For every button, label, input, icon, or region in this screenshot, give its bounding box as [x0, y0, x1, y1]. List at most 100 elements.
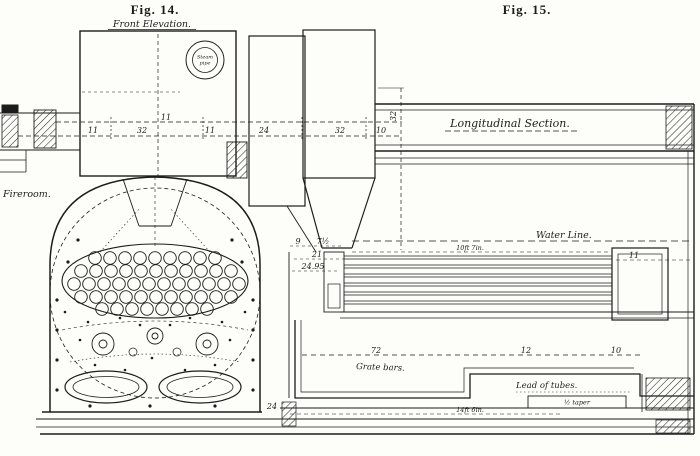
tube-circle — [187, 277, 201, 291]
base-hatch-left — [281, 401, 297, 427]
grate-bars-label: Grate bars. — [356, 362, 405, 374]
fire-doors — [64, 370, 242, 404]
tube-circle — [89, 290, 103, 304]
dim-tube-length: 10ft 7in. — [456, 244, 484, 252]
tube-circle — [118, 251, 132, 265]
dim-ashpit-10: 10 — [611, 346, 621, 355]
shell-dashed-circle — [49, 187, 261, 399]
fig14-title: Fig. 14. — [131, 2, 180, 17]
lead-of-tubes-label: Lead of tubes. — [515, 381, 577, 391]
bolt-dots — [55, 238, 255, 408]
uptake-funnel-front — [99, 177, 211, 253]
tube-circle — [232, 277, 246, 291]
bolt-dot — [148, 404, 152, 408]
base-hatch-right — [655, 419, 691, 434]
tube-circle — [170, 302, 184, 316]
rivet-dot — [118, 316, 122, 320]
tube-circle — [179, 264, 193, 278]
dim-base-length: 14ft 6in. — [456, 406, 484, 414]
dim-uptake-mid: 32 — [335, 126, 345, 135]
tube-circle — [200, 302, 214, 316]
tube-circle — [164, 264, 178, 278]
uptake-vertical-dim: 32 — [378, 87, 404, 250]
water-line-label: Water Line. — [536, 230, 592, 241]
longitudinal-section-label: Longitudinal Section. — [449, 117, 570, 130]
bolt-dot — [55, 388, 59, 392]
tube-circle — [209, 264, 223, 278]
fire-door-left — [64, 370, 148, 404]
tube-nest-section — [288, 247, 694, 398]
front-fittings — [61, 310, 249, 372]
top-dimension-row: 11 11 32 11 24 32 10 — [18, 113, 402, 141]
tube-circle — [88, 251, 102, 265]
tube-circle — [134, 290, 148, 304]
tube-circle — [104, 290, 118, 304]
tube-circle — [224, 290, 238, 304]
wall-hatch — [226, 141, 248, 179]
tube-circle — [155, 302, 169, 316]
bolt-dot — [55, 298, 59, 302]
rivet-dot — [78, 338, 82, 342]
rivet-dot — [168, 323, 172, 327]
tube-circle — [134, 264, 148, 278]
fire-door-right — [158, 370, 242, 404]
bolt-dot — [66, 260, 70, 264]
tube-circle — [119, 264, 133, 278]
fig15-title: Fig. 15. — [503, 2, 552, 17]
dim-grate-length: 72 — [371, 346, 381, 355]
dim-front-right: 11 — [205, 126, 215, 135]
bolt-dot — [88, 404, 92, 408]
steam-pipe: Steam pipe — [185, 40, 225, 80]
bolt-dot — [76, 238, 80, 242]
rivet-dot — [63, 310, 67, 314]
tube-circle — [89, 264, 103, 278]
bolt-dot — [240, 260, 244, 264]
tube-circle — [194, 290, 208, 304]
rivet-dot — [123, 368, 127, 372]
feed-bracket — [0, 104, 80, 173]
tube-circle — [95, 302, 109, 316]
tube-circle — [157, 277, 171, 291]
bolt-dot — [251, 388, 255, 392]
tube-circle — [194, 264, 208, 278]
bolt-dot — [230, 238, 234, 242]
tube-circle — [193, 251, 207, 265]
dim-uptake-vertical: 32 — [389, 111, 398, 121]
steam-pipe-label-2: pipe — [200, 61, 211, 67]
bolt-dot — [55, 328, 59, 332]
rivet-dot — [213, 363, 217, 367]
tube-circle — [110, 302, 124, 316]
shell-top-band — [375, 103, 695, 434]
tube-circle — [224, 264, 238, 278]
bolt-dot — [251, 298, 255, 302]
tube-circle — [74, 264, 88, 278]
front-fitting-circle — [195, 332, 219, 356]
dim-tube-7h: 7½ — [317, 237, 330, 246]
fig15-longitudinal-section: Fig. 15. Longitudinal Section. — [36, 2, 695, 435]
tube-circle — [104, 264, 118, 278]
dim-front-left: 11 — [88, 126, 98, 135]
tube-circle — [149, 290, 163, 304]
rivet-dot — [183, 368, 187, 372]
tube-bank — [61, 243, 249, 319]
tube-circle — [208, 251, 222, 265]
fig14-front-elevation: Fig. 14. Front Elevation. Steam pipe Fir… — [0, 2, 262, 413]
rivet-dot — [188, 316, 192, 320]
dim-corner-24: 24 — [266, 402, 277, 411]
tube-circle — [178, 251, 192, 265]
dim-tube-2495: 24.95 — [301, 262, 325, 271]
tube-circle — [172, 277, 186, 291]
tube-dimensions: 10ft 7in. 11 9 7½ 21 24.95 — [290, 237, 690, 272]
tube-circle — [127, 277, 141, 291]
tube-circle — [74, 290, 88, 304]
rivet-dot — [220, 320, 224, 324]
fireroom-label: Fireroom. — [2, 189, 51, 200]
fig14-subtitle: Front Elevation. — [112, 19, 191, 30]
tube-circle — [164, 290, 178, 304]
bracket-block — [1, 104, 19, 114]
tube-circle — [119, 290, 133, 304]
dim-uptake-left: 24 — [258, 126, 269, 135]
rivet-dot — [86, 320, 90, 324]
